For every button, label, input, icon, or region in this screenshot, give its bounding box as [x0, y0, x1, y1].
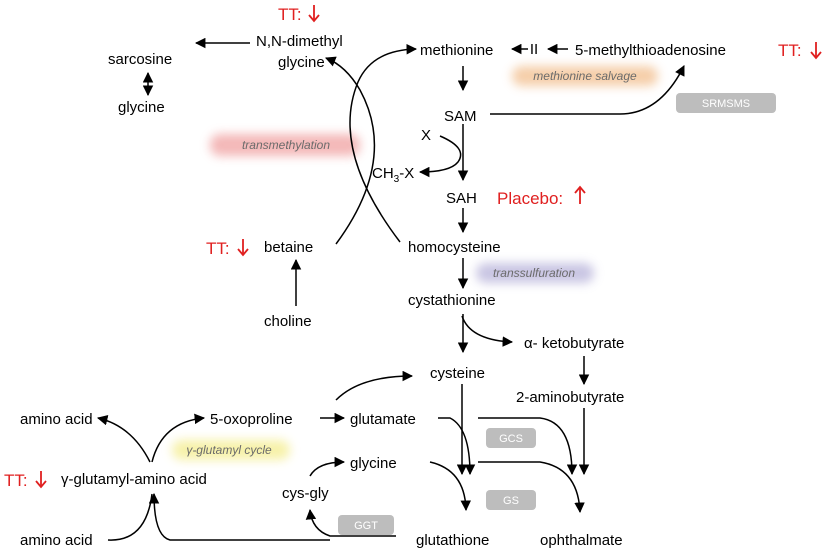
node-amino-acid-bottom: amino acid — [20, 532, 93, 549]
node-glycine-top: glycine — [118, 99, 165, 116]
down-arrow-icon — [35, 471, 47, 489]
annotation-tt-dimethylglycine: TT: — [278, 5, 320, 24]
edges: II — [96, 37, 685, 541]
node-ch3-x-tail: -X — [399, 165, 414, 182]
edge-aminoacid-bottom-gamma — [107, 493, 153, 541]
edge-glutamate-ophthalmate — [478, 417, 578, 476]
node-homocysteine: homocysteine — [408, 239, 501, 256]
node-nn-dimethylglycine-line2: glycine — [278, 54, 325, 71]
annotation-placebo-text: Placebo: — [497, 189, 563, 208]
annotation-tt-betaine-text: TT: — [206, 239, 230, 258]
enzyme-srmsms-label: SRMSMS — [702, 98, 750, 110]
node-5-methylthioadenosine: 5-methylthioadenosine — [575, 42, 726, 59]
down-arrow-icon — [308, 5, 320, 23]
edge-gamma-oxoproline — [151, 413, 206, 463]
enzyme-gs-badge: GS — [486, 490, 536, 510]
down-arrow-icon — [810, 42, 822, 60]
node-cysteine: cysteine — [430, 365, 485, 382]
annotations: TT: TT: TT: TT: — [4, 5, 822, 490]
node-x: X — [421, 127, 431, 144]
edge-cystathionine-ketobutyrate — [461, 315, 514, 347]
annotation-tt-betaine: TT: — [206, 239, 249, 258]
band-transsulfuration-label: transsulfuration — [493, 266, 575, 280]
edge-cysgly-cysteine — [335, 370, 414, 401]
enzyme-gs-label: GS — [503, 495, 519, 507]
node-sarcosine: sarcosine — [108, 51, 172, 68]
edge-ggt-gamma — [148, 492, 330, 541]
annotation-tt-mta: TT: — [778, 41, 822, 60]
node-cys-gly: cys-gly — [282, 485, 329, 502]
node-ophthalmate: ophthalmate — [540, 532, 623, 549]
node-glutamate: glutamate — [350, 411, 416, 428]
node-gamma-glutamyl-amino-acid: γ-glutamyl-amino acid — [61, 471, 207, 488]
edge-glycine-ophthalmate — [478, 461, 585, 514]
node-ch3-x-subscript: 3 — [394, 174, 400, 185]
band-transmethylation-label: transmethylation — [242, 138, 330, 152]
edge-gamma-aminoacid-top — [96, 415, 151, 463]
band-gamma-glutamyl-label: γ-glutamyl cycle — [186, 443, 272, 457]
annotation-tt-dimethylglycine-text: TT: — [278, 5, 302, 24]
node-sam: SAM — [444, 108, 477, 125]
edge-glycine-glutathione — [429, 461, 472, 512]
enzyme-ggt-label: GGT — [354, 520, 378, 532]
edge-homocysteine-methionine — [349, 43, 418, 243]
node-amino-acid-top: amino acid — [20, 411, 93, 428]
node-nn-dimethylglycine-line1: N,N-dimethyl — [256, 33, 343, 50]
band-methionine-salvage-label: methionine salvage — [533, 69, 637, 83]
edge-glutathione-cysgly — [305, 508, 396, 537]
node-5-oxoproline: 5-oxoproline — [210, 411, 293, 428]
edge-betaine-dmg — [325, 56, 376, 245]
edge-x-ch3x — [418, 135, 462, 178]
band-gamma-glutamyl-cycle: γ-glutamyl cycle — [172, 440, 290, 460]
enzyme-ggt-badge: GGT — [338, 515, 394, 535]
node-sah: SAH — [446, 190, 477, 207]
enzyme-gcs-label: GCS — [499, 433, 523, 445]
annotation-tt-gamma-glutamyl-text: TT: — [4, 471, 28, 490]
node-methionine: methionine — [420, 42, 493, 59]
annotation-tt-mta-text: TT: — [778, 41, 802, 60]
band-transsulfuration: transsulfuration — [476, 263, 594, 283]
nodes: sarcosine glycine N,N-dimethyl glycine m… — [20, 33, 726, 549]
edge-sam-mta — [490, 65, 685, 115]
node-glycine-bottom: glycine — [350, 455, 397, 472]
up-arrow-icon — [574, 185, 586, 204]
node-choline: choline — [264, 313, 312, 330]
edge-glutamate-glutathione — [438, 417, 476, 476]
node-cystathionine: cystathionine — [408, 292, 496, 309]
node-betaine: betaine — [264, 239, 313, 256]
node-alpha-ketobutyrate: α- ketobutyrate — [524, 335, 624, 352]
annotation-tt-gamma-glutamyl: TT: — [4, 471, 47, 490]
enzyme-gcs-badge: GCS — [486, 428, 536, 448]
node-ch3-x: CH3-X — [372, 165, 414, 185]
node-glutathione: glutathione — [416, 532, 489, 549]
node-2-aminobutyrate: 2-aminobutyrate — [516, 389, 624, 406]
annotation-placebo-sah: Placebo: — [497, 185, 586, 208]
down-arrow-icon — [237, 239, 249, 257]
band-methionine-salvage: methionine salvage — [512, 66, 658, 86]
band-transmethylation: transmethylation — [210, 134, 360, 156]
node-ch3-x-ch: CH — [372, 165, 394, 182]
enzyme-srmsms-badge: SRMSMS — [676, 93, 776, 113]
inhibition-mark: II — [530, 41, 538, 58]
edge-cysgly-glycine — [309, 456, 346, 477]
